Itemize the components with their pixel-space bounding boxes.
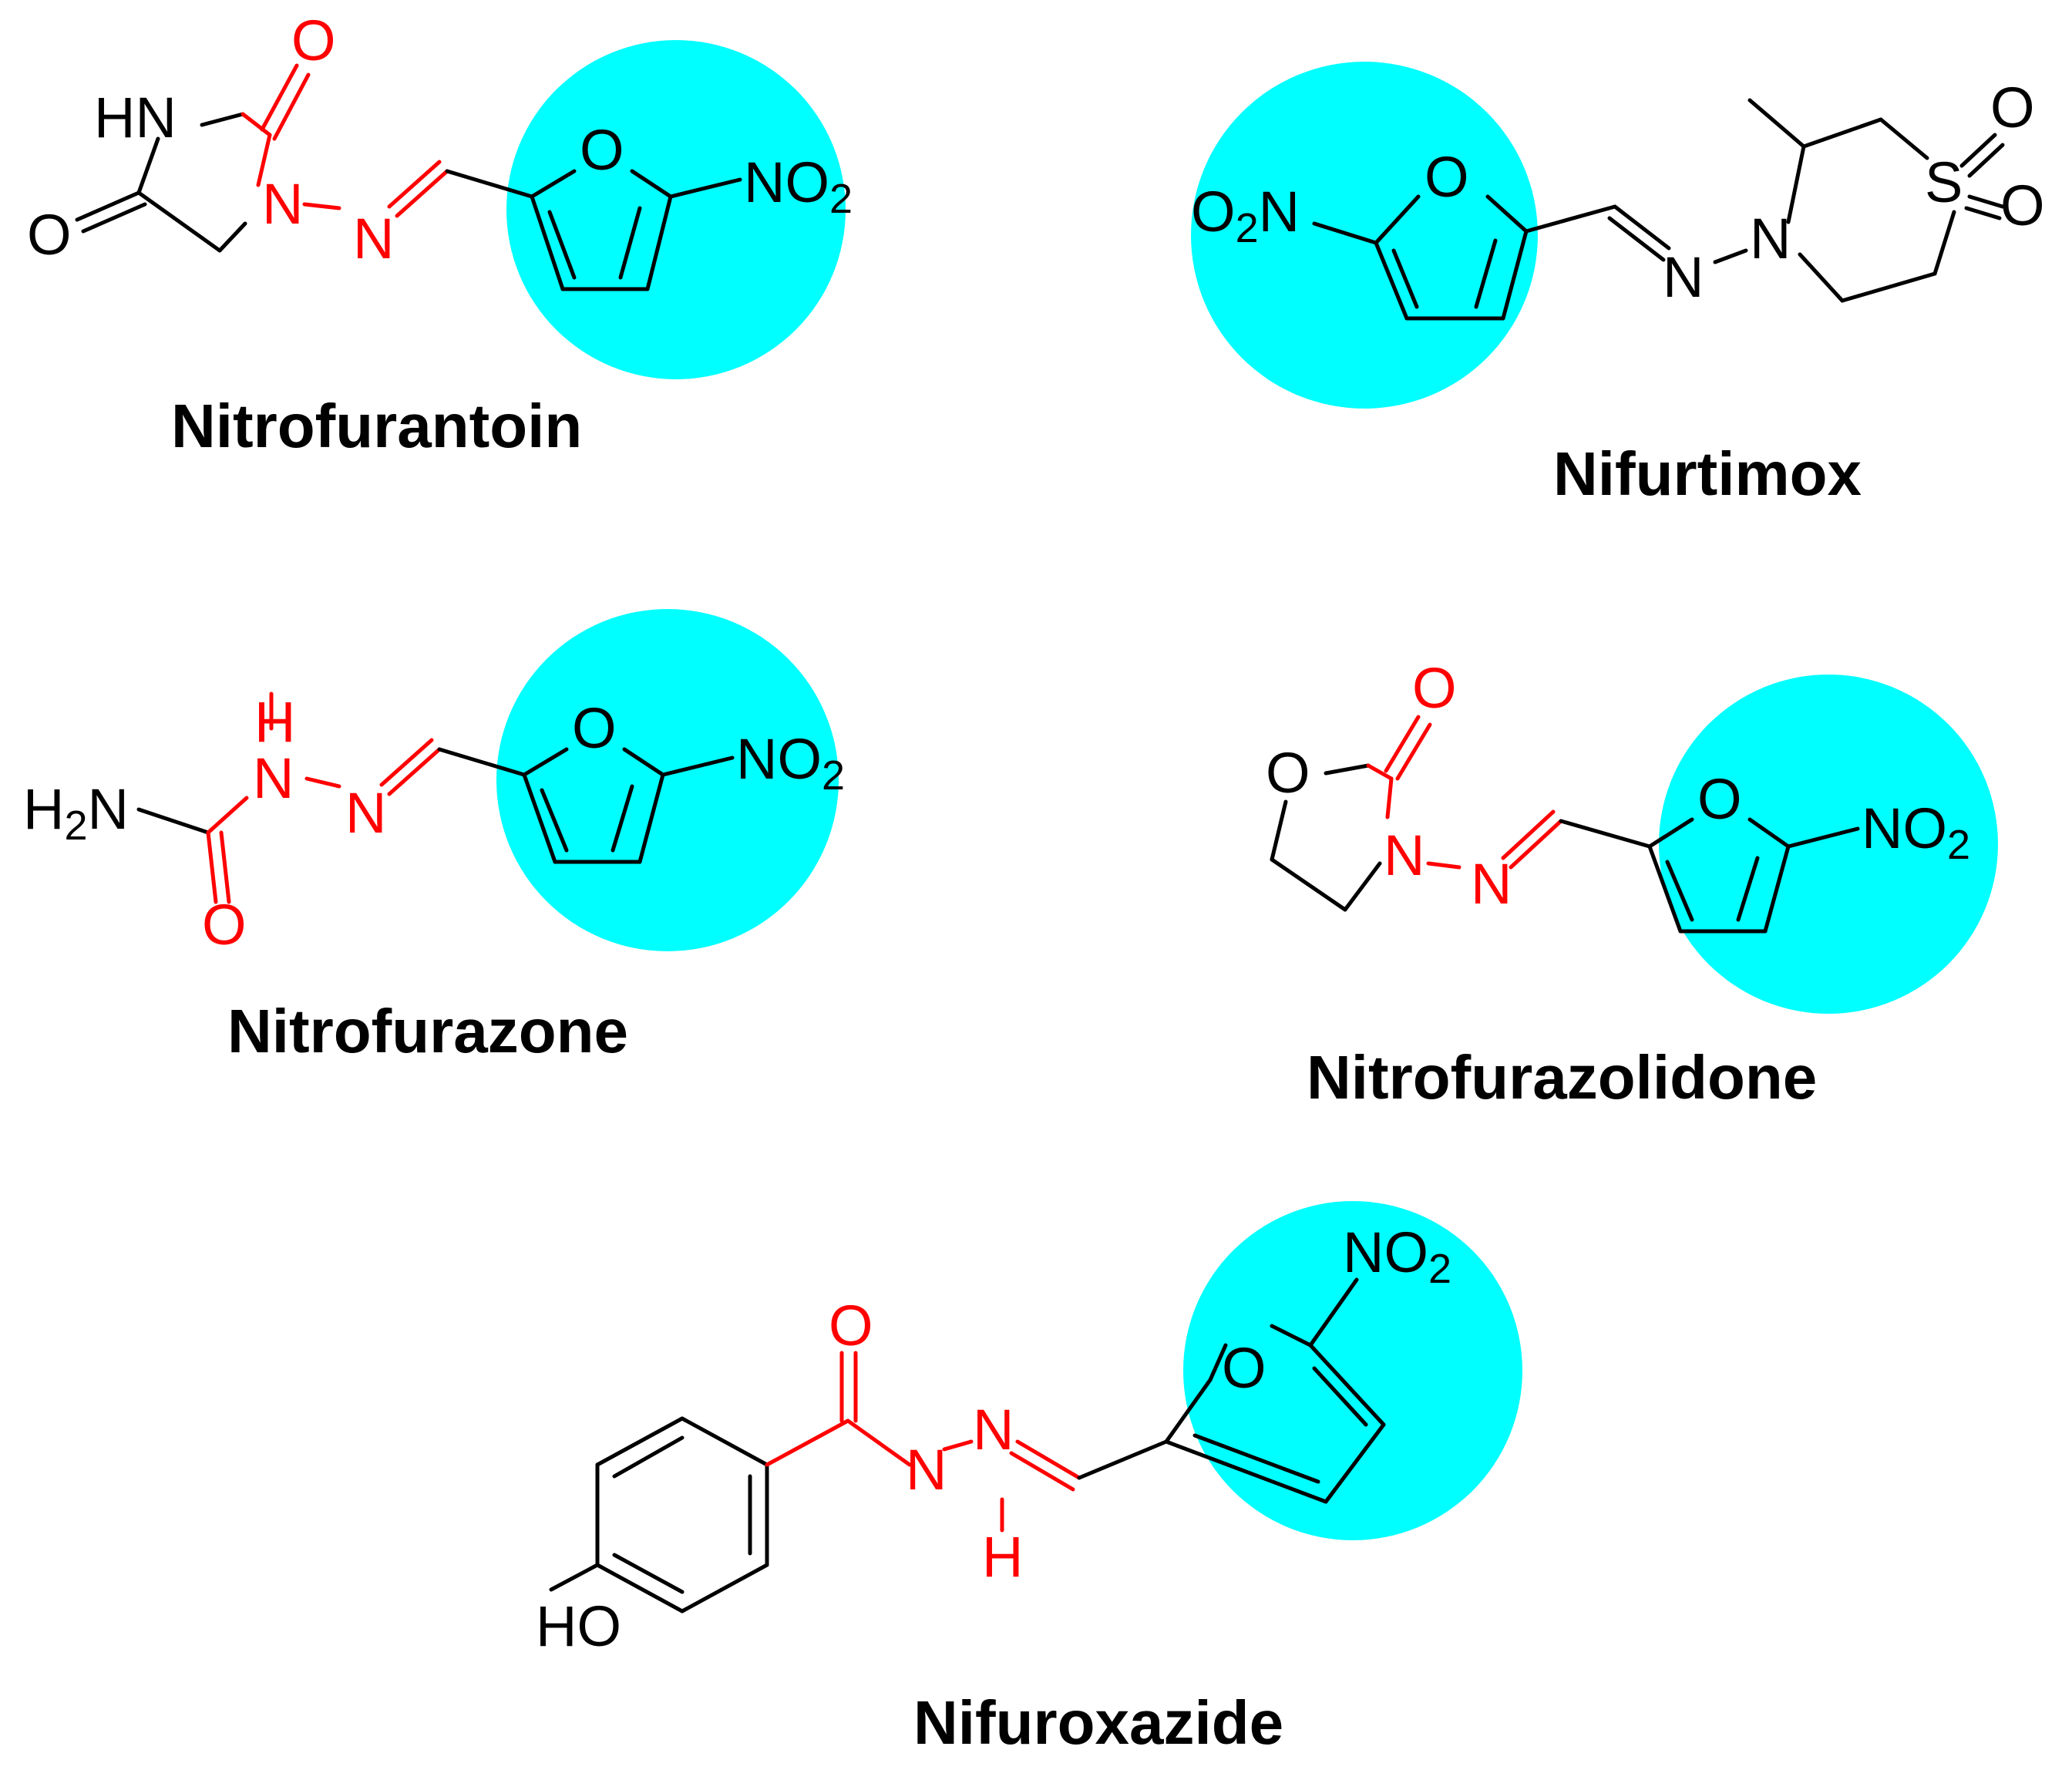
atom-n-imine-5: N [973,1398,1014,1462]
atom-s: S [1925,150,1963,214]
atom-n-imine-3: N [345,781,386,845]
molecule-nifurtimox: O2N O N N S O O Nifurtimox [1191,62,2045,508]
nitro-group-3: NO2 [736,727,845,799]
label-nifurtimox: Nifurtimox [1553,439,1862,508]
atom-o-urea: O [202,893,247,957]
atom-o-amide: O [829,1294,873,1358]
atom-n-ring: N [262,172,303,236]
atom-n-imine-2: N [1663,245,1704,309]
atom-n-ring-2: N [1750,207,1791,271]
atom-o-furan-3: O [572,696,617,760]
label-nifuroxazide: Nifuroxazide [913,1688,1283,1757]
atom-o-sulfone-2: O [2000,173,2045,237]
atom-nh-n: N [253,746,294,810]
atom-hn: HN [94,86,177,150]
nitrofuran-highlight-1 [506,40,846,379]
atom-o-carbonyl: O [291,8,336,72]
atom-h2n: H2N [23,777,129,849]
atom-n-imine-4: N [1471,852,1512,916]
atom-o-ketone: O [27,203,72,267]
atom-o-furan: O [580,118,624,182]
label-nitrofurazone: Nitrofurazone [227,997,628,1065]
atom-o-carbonyl-4: O [1412,656,1457,720]
atom-n-ring-4: N [1384,823,1424,887]
atom-ho: HO [536,1594,621,1658]
molecule-nitrofurazone: H2N H N N O O NO2 Nitrofurazone [23,609,845,1065]
nitrofuran-highlight-4 [1659,675,1998,1014]
nitro-group-5: NO2 [1343,1220,1451,1292]
nitro-group-2: O2N [1191,180,1300,251]
atom-nh-n-5: N [906,1438,947,1502]
atom-n-imine: N [353,207,394,271]
atom-o-furan-5: O [1222,1336,1266,1400]
molecule-nitrofurantoin: HN O O N N O NO2 Nitrofurantoin [27,8,853,460]
label-nitrofurazolidone: Nitrofurazolidone [1307,1043,1817,1112]
atom-o-sulfone-1: O [1990,76,2035,140]
nitro-group: NO2 [744,150,853,222]
atom-o-furan-4: O [1697,767,1742,831]
atom-o-ring: O [1266,741,1310,805]
atom-nh-h-5: H [982,1525,1023,1589]
nitrofuran-highlight-2 [1191,62,1538,409]
nitrofuran-highlight-3 [496,609,839,951]
nitro-group-4: NO2 [1862,796,1970,868]
nitrofuran-highlight-5 [1183,1201,1522,1540]
atom-nh-h: H [254,690,295,754]
label-nitrofurantoin: Nitrofurantoin [171,392,582,460]
molecule-nifuroxazide: HO O N H N O NO2 Nifuroxazide [536,1201,1522,1757]
molecule-nitrofurazolidone: O O N N O NO2 Nitrofurazolidone [1266,656,1998,1112]
atom-o-furan-2: O [1424,145,1469,209]
